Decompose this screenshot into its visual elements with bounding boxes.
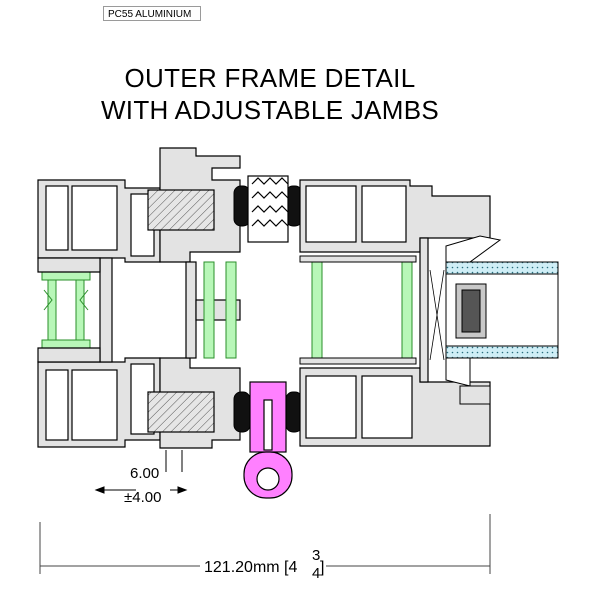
adjustable-jamb-profile bbox=[147, 147, 241, 449]
frame-thermal-lugs bbox=[37, 257, 101, 363]
dimension-lines bbox=[39, 450, 491, 574]
overall-width-dimension: 121.20mm [4 bbox=[204, 559, 297, 576]
glazing-bead-cross bbox=[429, 269, 445, 361]
thermal-break-left bbox=[41, 271, 91, 349]
brush-seal bbox=[247, 175, 289, 243]
thermal-break-sash bbox=[299, 255, 417, 365]
sash-profile bbox=[299, 179, 491, 447]
fixing-bracket bbox=[243, 381, 293, 499]
thermal-break-jamb bbox=[203, 261, 237, 359]
profile-system-tag: PC55 ALUMINIUM bbox=[103, 6, 201, 21]
overall-width-fraction-numerator: 3 bbox=[312, 547, 320, 564]
title-line-2: WITH ADJUSTABLE JAMBS bbox=[100, 95, 440, 125]
gap-tolerance: ±4.00 bbox=[124, 489, 161, 506]
glazing-unit bbox=[445, 235, 559, 405]
overall-width-fraction-denominator: 4 bbox=[312, 565, 320, 582]
gap-dimension: 6.00 bbox=[130, 465, 159, 482]
overall-width-close-bracket: ] bbox=[320, 559, 324, 576]
title-line-1: OUTER FRAME DETAIL bbox=[124, 63, 416, 93]
